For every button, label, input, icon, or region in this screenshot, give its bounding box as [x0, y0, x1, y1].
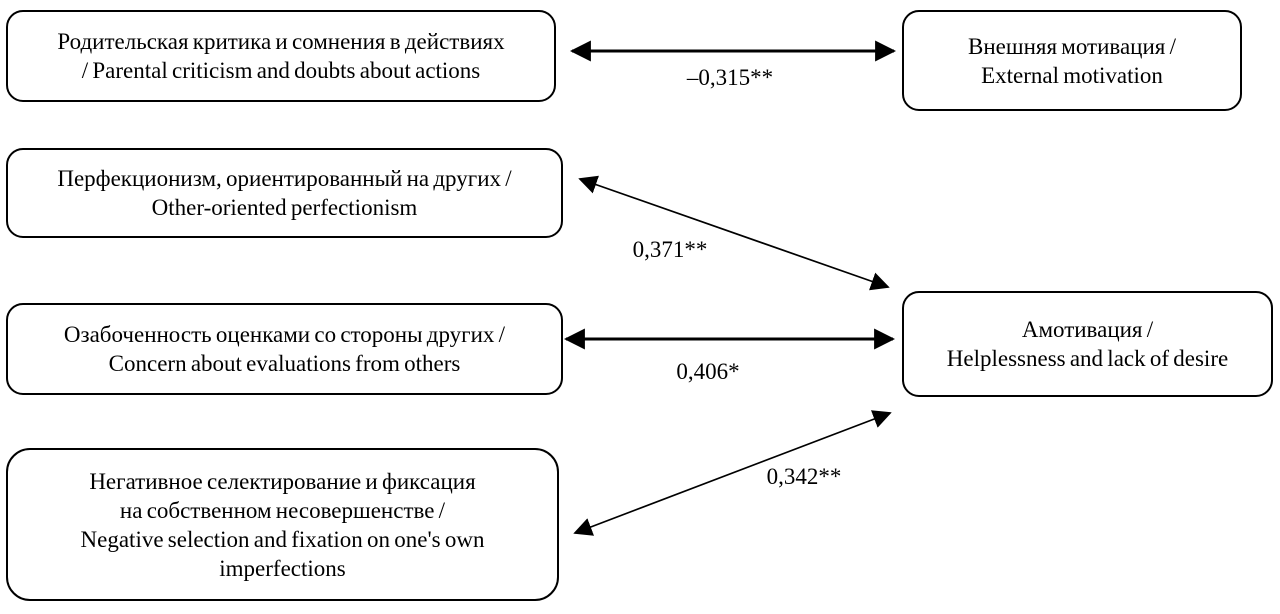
- node-text-line: Родительская критика и сомнения в действ…: [57, 29, 505, 54]
- node-amotivation: Амотивация / Helplessness and lack of de…: [902, 291, 1273, 397]
- edge-label-negative-selection-amotivation: 0,342**: [766, 464, 842, 489]
- node-text-line: Перфекционизм, ориентированный на других…: [57, 166, 512, 191]
- node-text-line: Негативное селектирование и фиксация: [89, 468, 476, 494]
- node-text-line: Other-oriented perfectionism: [151, 195, 418, 220]
- node-external-motivation: Внешняя мотивация / External motivation: [902, 10, 1242, 111]
- node-text-line: Concern about evaluations from others: [108, 351, 461, 376]
- node-text-line: на собственном несовершенстве /: [119, 497, 446, 523]
- edge-negative-selection-amotivation-arrow: [573, 410, 892, 536]
- node-text-line: External motivation: [981, 62, 1163, 88]
- node-text-line: Озабоченность оценками со стороны других…: [63, 322, 506, 347]
- node-text-line: Внешняя мотивация /: [968, 33, 1176, 59]
- edge-other-oriented-amotivation-arrow: [578, 175, 890, 291]
- node-text-line: Амотивация /: [1021, 317, 1154, 342]
- node-concern-about-evaluations: Озабоченность оценками со стороны других…: [6, 303, 563, 395]
- edge-label-other-oriented-amotivation: 0,371**: [632, 237, 708, 262]
- node-text-line: imperfections: [219, 555, 346, 581]
- edge-label-concern-amotivation: 0,406*: [676, 359, 740, 384]
- edge-label-parental-external: –0,315**: [686, 65, 774, 90]
- node-other-oriented-perfectionism: Перфекционизм, ориентированный на других…: [6, 148, 563, 238]
- node-text-line: Helplessness and lack of desire: [946, 346, 1229, 371]
- node-parental-criticism: Родительская критика и сомнения в действ…: [6, 10, 556, 102]
- node-text-line: / Parental criticism and doubts about ac…: [81, 58, 481, 83]
- node-negative-selection: Негативное селектирование и фиксация на …: [6, 448, 559, 601]
- node-text-line: Negative selection and fixation on one's…: [80, 526, 485, 552]
